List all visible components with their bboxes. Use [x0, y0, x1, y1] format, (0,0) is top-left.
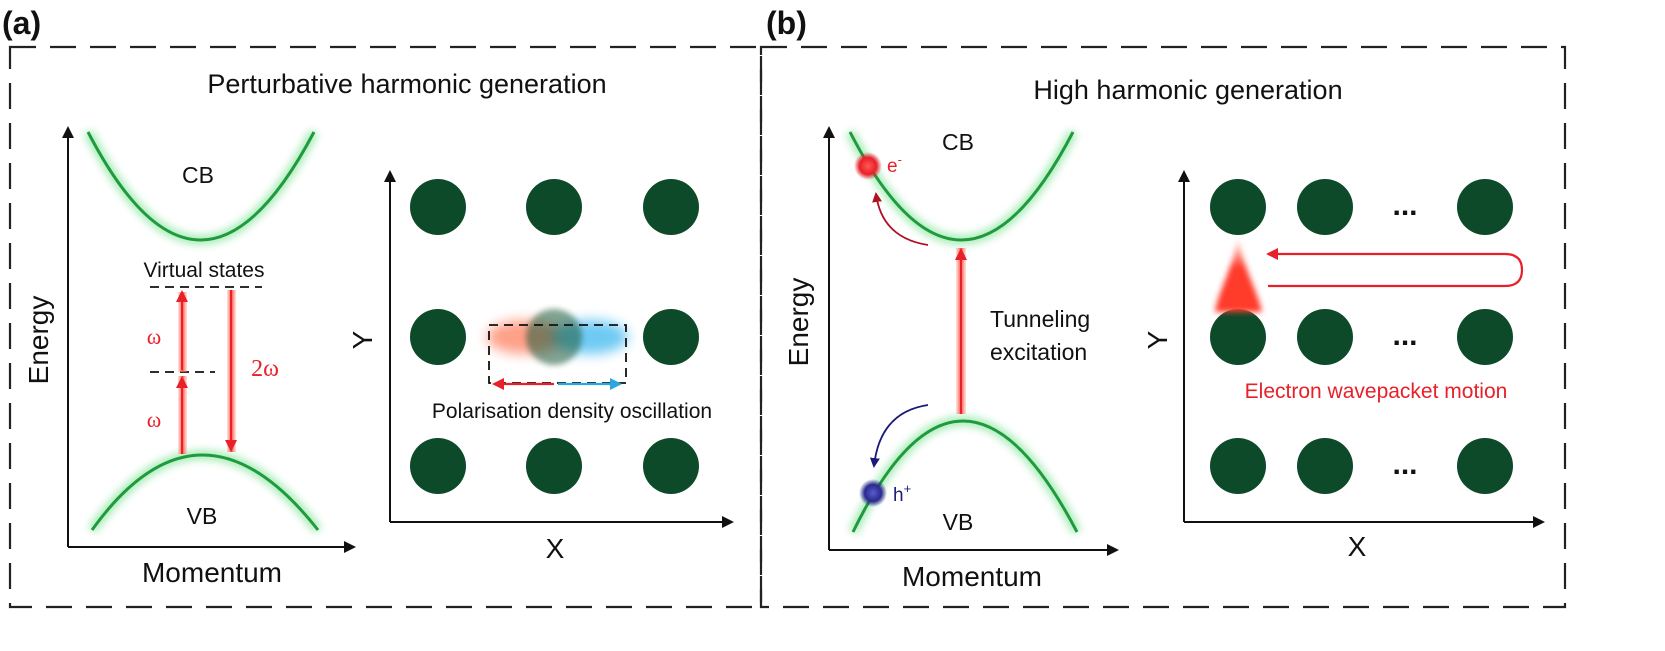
atom — [410, 179, 466, 235]
hole-acceleration-arrow — [869, 404, 929, 468]
atom — [526, 179, 582, 235]
momentum-axis-label: Momentum — [142, 557, 282, 588]
electron-icon — [854, 152, 882, 180]
ellipsis-row1: ... — [1392, 189, 1417, 222]
vb-label: VB — [187, 503, 218, 529]
atom — [1457, 309, 1513, 365]
panel-b-lattice: Y X ... ... ... Electron wavepacket moti… — [1142, 170, 1545, 562]
panel-b-band-diagram: Energy Momentum CB VB Tunneling excitati… — [783, 126, 1119, 592]
panel-b-label: (b) — [766, 5, 807, 41]
omega-label-upper: ω — [147, 324, 161, 349]
hole-icon — [859, 479, 887, 507]
atom — [643, 309, 699, 365]
lattice-y-label: Y — [1142, 330, 1173, 349]
hole-label: h+ — [893, 481, 911, 506]
cb-label: CB — [942, 129, 974, 155]
atom-center-blurred — [526, 309, 582, 365]
atom — [410, 309, 466, 365]
atom — [1210, 179, 1266, 235]
vb-label: VB — [943, 509, 974, 535]
panel-b-title: High harmonic generation — [1033, 75, 1342, 105]
atom — [1457, 438, 1513, 494]
panel-a-lattice: Y X Polarisation density oscillation — [347, 170, 734, 564]
panel-b-frame — [759, 45, 1567, 609]
atom — [526, 438, 582, 494]
oscillation-box — [488, 324, 627, 384]
cb-label: CB — [182, 162, 214, 188]
ellipsis-row2: ... — [1392, 319, 1417, 352]
atom — [1297, 179, 1353, 235]
omega-label-lower: ω — [147, 407, 161, 432]
polarisation-caption: Polarisation density oscillation — [432, 400, 712, 423]
energy-axis-label: Energy — [23, 296, 54, 385]
atom — [1297, 438, 1353, 494]
energy-axis-label: Energy — [783, 278, 814, 367]
atom — [1297, 309, 1353, 365]
electron-label: e- — [887, 152, 902, 177]
wavepacket-trajectory — [1266, 248, 1524, 288]
tunneling-label-line1: Tunneling — [990, 306, 1090, 332]
virtual-states-label: Virtual states — [143, 259, 264, 282]
panel-a-label: (a) — [2, 5, 41, 41]
wavepacket-caption: Electron wavepacket motion — [1245, 380, 1508, 403]
atom — [1210, 438, 1266, 494]
electron-acceleration-arrow — [872, 192, 929, 246]
lattice-x-label: X — [1348, 531, 1367, 562]
panel-a-title: Perturbative harmonic generation — [207, 69, 606, 99]
momentum-axis-label: Momentum — [902, 561, 1042, 592]
conduction-band-curve — [86, 131, 316, 242]
atom — [1210, 309, 1266, 365]
electron-wavepacket — [1215, 238, 1262, 312]
atom — [643, 438, 699, 494]
panel-a-band-diagram: Energy Momentum CB VB Virtual states ω ω… — [23, 126, 356, 588]
lattice-x-label: X — [546, 533, 565, 564]
ellipsis-row3: ... — [1392, 448, 1417, 481]
atom — [410, 438, 466, 494]
conduction-band-curve — [848, 131, 1075, 242]
tunneling-label-line2: excitation — [990, 339, 1087, 365]
atom — [643, 179, 699, 235]
lattice-y-label: Y — [347, 330, 378, 349]
two-omega-label: 2ω — [251, 356, 279, 382]
atom — [1457, 179, 1513, 235]
panel-a-frame — [8, 45, 763, 609]
valence-band-curve — [851, 419, 1079, 533]
valence-band-curve — [90, 453, 320, 531]
